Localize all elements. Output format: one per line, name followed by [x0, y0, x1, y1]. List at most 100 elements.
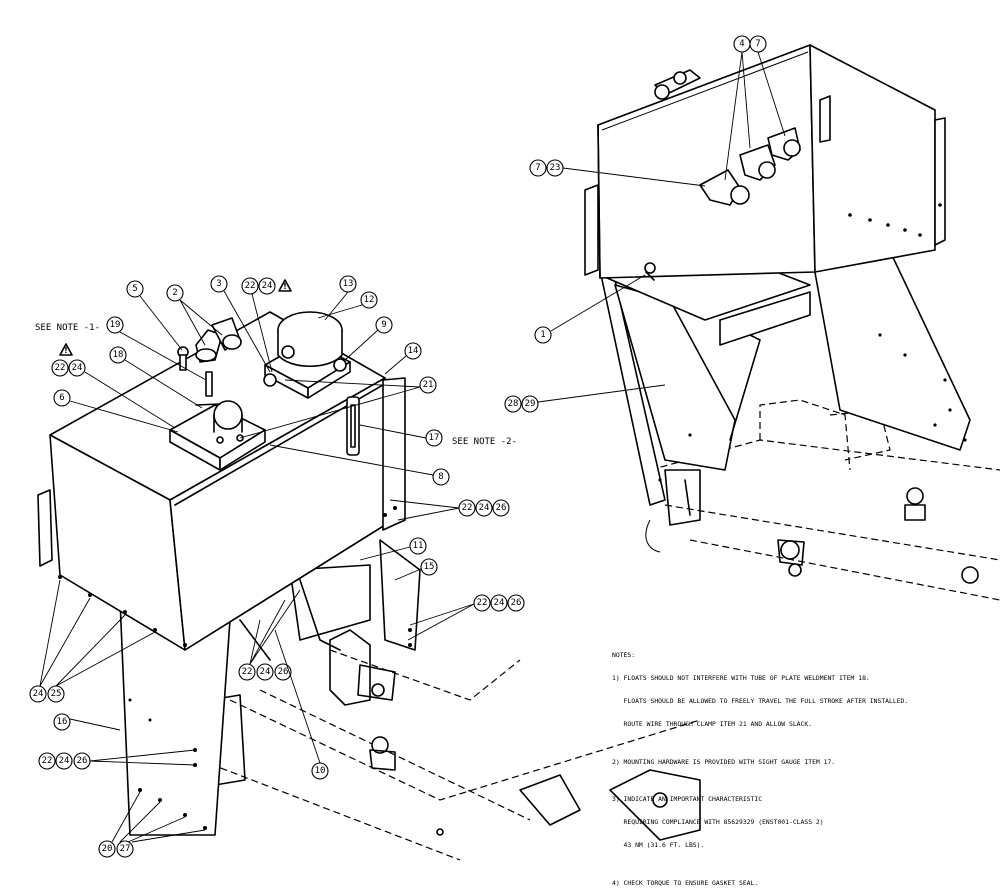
- svg-text:17: 17: [429, 433, 440, 443]
- callout-balloon-17: 17: [425, 429, 443, 447]
- callout-balloon-23: 23: [546, 159, 564, 177]
- svg-text:18: 18: [113, 350, 124, 360]
- callout-balloon-3: 3: [210, 275, 228, 293]
- notes-heading: NOTES:: [612, 651, 636, 660]
- svg-text:13: 13: [343, 279, 354, 289]
- svg-text:22: 22: [242, 667, 253, 677]
- svg-text:22: 22: [462, 503, 473, 513]
- callout-balloon-20: 20: [98, 840, 116, 858]
- callout-balloon-22: 22: [458, 499, 476, 517]
- callout-balloon-4: 4: [733, 35, 751, 53]
- svg-text:24: 24: [479, 503, 490, 513]
- callout-balloon-24: 24: [256, 663, 274, 681]
- svg-text:11: 11: [413, 541, 424, 551]
- svg-text:2: 2: [172, 288, 177, 298]
- notes-line: 1) FLOATS SHOULD NOT INTERFERE WITH TUBE…: [612, 673, 870, 682]
- svg-text:8: 8: [438, 472, 443, 482]
- svg-text:!: !: [283, 282, 287, 291]
- filler-breather-cap: [213, 400, 243, 430]
- callout-balloon-19: 19: [106, 316, 124, 334]
- svg-text:7: 7: [535, 163, 540, 173]
- svg-text:24: 24: [494, 598, 505, 608]
- callout-balloon-26: 26: [274, 663, 292, 681]
- callout-balloon-13: 13: [339, 275, 357, 293]
- callout-balloon-22: 22: [473, 594, 491, 612]
- svg-text:10: 10: [315, 766, 326, 776]
- svg-text:27: 27: [120, 844, 131, 854]
- svg-text:24: 24: [72, 363, 83, 373]
- callout-balloon-24: 24: [475, 499, 493, 517]
- svg-text:24: 24: [33, 689, 44, 699]
- exploded-assembly-drawing: 4 7 7 23 1 28 29: [29, 35, 1000, 861]
- callout-balloon-24: 24: [258, 277, 276, 295]
- notes-line: 3) INDICATE AN IMPORTANT CHARACTERISTIC: [612, 795, 763, 804]
- svg-text:4: 4: [739, 39, 744, 49]
- svg-text:29: 29: [525, 399, 536, 409]
- critical-characteristic-triangle: !: [59, 343, 73, 356]
- svg-text:!: !: [64, 346, 68, 355]
- callout-balloon-5: 5: [126, 280, 144, 298]
- callout-balloon-7: 7: [749, 35, 767, 53]
- callout-balloon-28: 28: [504, 395, 522, 413]
- drawing-notes: NOTES: 1) FLOATS SHOULD NOT INTERFERE WI…: [612, 637, 992, 895]
- svg-text:24: 24: [262, 281, 273, 291]
- svg-text:20: 20: [102, 844, 113, 854]
- svg-text:26: 26: [77, 756, 88, 766]
- callout-balloon-16: 16: [53, 713, 71, 731]
- callout-balloon-14: 14: [404, 342, 422, 360]
- svg-text:21: 21: [423, 380, 434, 390]
- callout-balloon-8: 8: [432, 468, 450, 486]
- callout-balloon-22: 22: [38, 752, 56, 770]
- callout-balloon-24: 24: [55, 752, 73, 770]
- callout-balloon-7: 7: [529, 159, 547, 177]
- callout-balloon-9: 9: [375, 316, 393, 334]
- svg-text:26: 26: [511, 598, 522, 608]
- svg-text:23: 23: [550, 163, 561, 173]
- svg-text:22: 22: [245, 281, 256, 291]
- svg-text:26: 26: [278, 667, 289, 677]
- callout-balloon-15: 15: [420, 558, 438, 576]
- callout-balloon-11: 11: [409, 537, 427, 555]
- svg-text:22: 22: [55, 363, 66, 373]
- callout-balloon-27: 27: [116, 840, 134, 858]
- svg-text:3: 3: [216, 279, 221, 289]
- notes-line: FLOATS SHOULD BE ALLOWED TO FREELY TRAVE…: [612, 696, 909, 705]
- notes-line: 4) CHECK TORQUE TO ENSURE GASKET SEAL.: [612, 879, 759, 887]
- svg-text:6: 6: [59, 393, 64, 403]
- callout-balloon-12: 12: [360, 291, 378, 309]
- callout-balloon-1: 1: [534, 326, 552, 344]
- callout-balloon-10: 10: [311, 762, 329, 780]
- svg-text:22: 22: [42, 756, 53, 766]
- svg-text:14: 14: [408, 346, 419, 356]
- callout-balloon-29: 29: [521, 395, 539, 413]
- left-view-assembly: ! ! 5 2 3 22 24 13 12 9 14 19 18 22 24 6…: [29, 275, 701, 861]
- right-view-assembly: 4 7 7 23 1 28 29: [504, 35, 1000, 601]
- callout-balloon-2: 2: [166, 284, 184, 302]
- svg-text:1: 1: [540, 330, 545, 340]
- svg-text:5: 5: [132, 284, 137, 294]
- svg-text:7: 7: [755, 39, 760, 49]
- callout-balloon-21: 21: [419, 376, 437, 394]
- see-note-1-label: SEE NOTE -1-: [35, 323, 100, 333]
- callout-balloon-22: 22: [238, 663, 256, 681]
- svg-text:19: 19: [110, 320, 121, 330]
- svg-text:25: 25: [51, 689, 62, 699]
- svg-text:22: 22: [477, 598, 488, 608]
- callout-balloon-22: 22: [241, 277, 259, 295]
- right-frame-fitting: [777, 487, 979, 584]
- see-note-2-label: SEE NOTE -2-: [452, 437, 517, 447]
- callout-balloon-26: 26: [73, 752, 91, 770]
- svg-text:24: 24: [59, 756, 70, 766]
- notes-line: 2) MOUNTING HARDWARE IS PROVIDED WITH SI…: [612, 757, 836, 766]
- svg-text:15: 15: [424, 562, 435, 572]
- notes-line: REQUIRING COMPLIANCE WITH 85629329 (ENST…: [612, 818, 824, 827]
- right-elbow-fittings: [644, 69, 801, 281]
- callout-balloon-24: 24: [68, 359, 86, 377]
- callout-balloon-25: 25: [47, 685, 65, 703]
- svg-text:12: 12: [364, 295, 375, 305]
- svg-text:9: 9: [381, 320, 386, 330]
- svg-text:24: 24: [260, 667, 271, 677]
- critical-characteristic-triangle: !: [278, 279, 292, 292]
- callout-balloon-26: 26: [507, 594, 525, 612]
- svg-text:26: 26: [496, 503, 507, 513]
